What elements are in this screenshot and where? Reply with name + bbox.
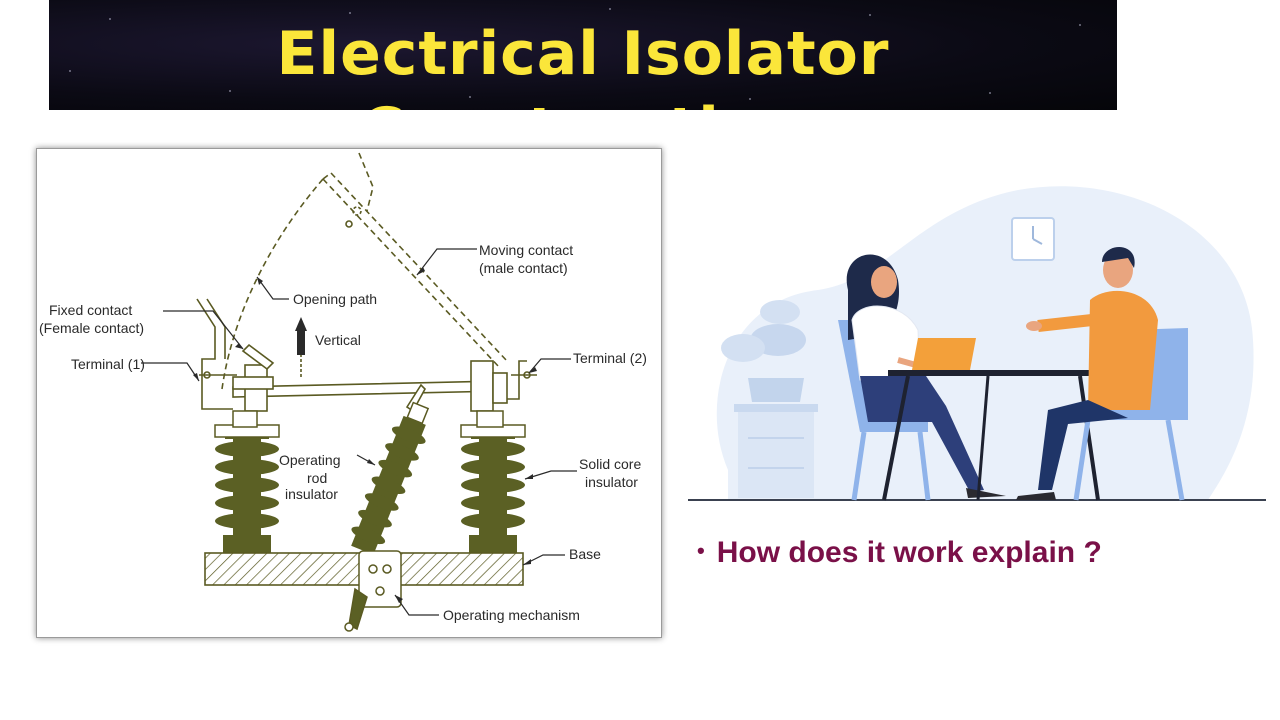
- moving-contact-sub-label: (male contact): [479, 260, 568, 276]
- people-meeting-illustration: [688, 170, 1268, 505]
- operating-mechanism-label: Operating mechanism: [443, 607, 580, 623]
- vertical-arrow-icon: [295, 317, 307, 377]
- operating-mechanism: [344, 550, 402, 632]
- table: [888, 370, 1096, 376]
- fixed-contact-label: Fixed contact: [49, 302, 132, 318]
- solid-core-label-2: insulator: [585, 474, 638, 490]
- vertical-label: Vertical: [315, 332, 361, 348]
- clock-icon: [1011, 217, 1055, 261]
- opening-path-arc: [221, 178, 324, 390]
- woman-figure: [846, 254, 1006, 498]
- terminal-2-label: Terminal (2): [573, 350, 647, 366]
- isolator-diagram-svg: Moving contact (male contact) Opening pa…: [39, 152, 647, 632]
- fixed-contact-sub-label: (Female contact): [39, 320, 144, 336]
- operating-rod-label-3: insulator: [285, 486, 338, 502]
- base-label: Base: [569, 546, 601, 562]
- bullet-text: How does it work explain ?: [716, 536, 1102, 569]
- operating-rod-label-1: Operating: [279, 452, 340, 468]
- moving-contact-label: Moving contact: [479, 242, 573, 258]
- opening-path-label: Opening path: [293, 291, 377, 307]
- title-banner: Electrical Isolator Construction: [49, 0, 1117, 110]
- plant-icon: [721, 300, 806, 402]
- isolator-diagram: Moving contact (male contact) Opening pa…: [36, 148, 662, 638]
- operating-rod-label-2: rod: [307, 470, 327, 486]
- terminal-1-label: Terminal (1): [71, 356, 145, 372]
- cabinet-icon: [734, 404, 818, 498]
- laptop-icon: [912, 338, 976, 370]
- bullet-dot: •: [697, 538, 705, 563]
- left-insulator: [215, 429, 279, 553]
- right-insulator: [461, 429, 525, 553]
- hinge-contact: [470, 360, 494, 412]
- bullet-question: • How does it work explain ?: [697, 536, 1102, 570]
- solid-core-label-1: Solid core: [579, 456, 641, 472]
- page-title: Electrical Isolator Construction: [276, 19, 890, 110]
- man-figure: [1016, 246, 1158, 500]
- operating-rod-insulator: [351, 401, 430, 555]
